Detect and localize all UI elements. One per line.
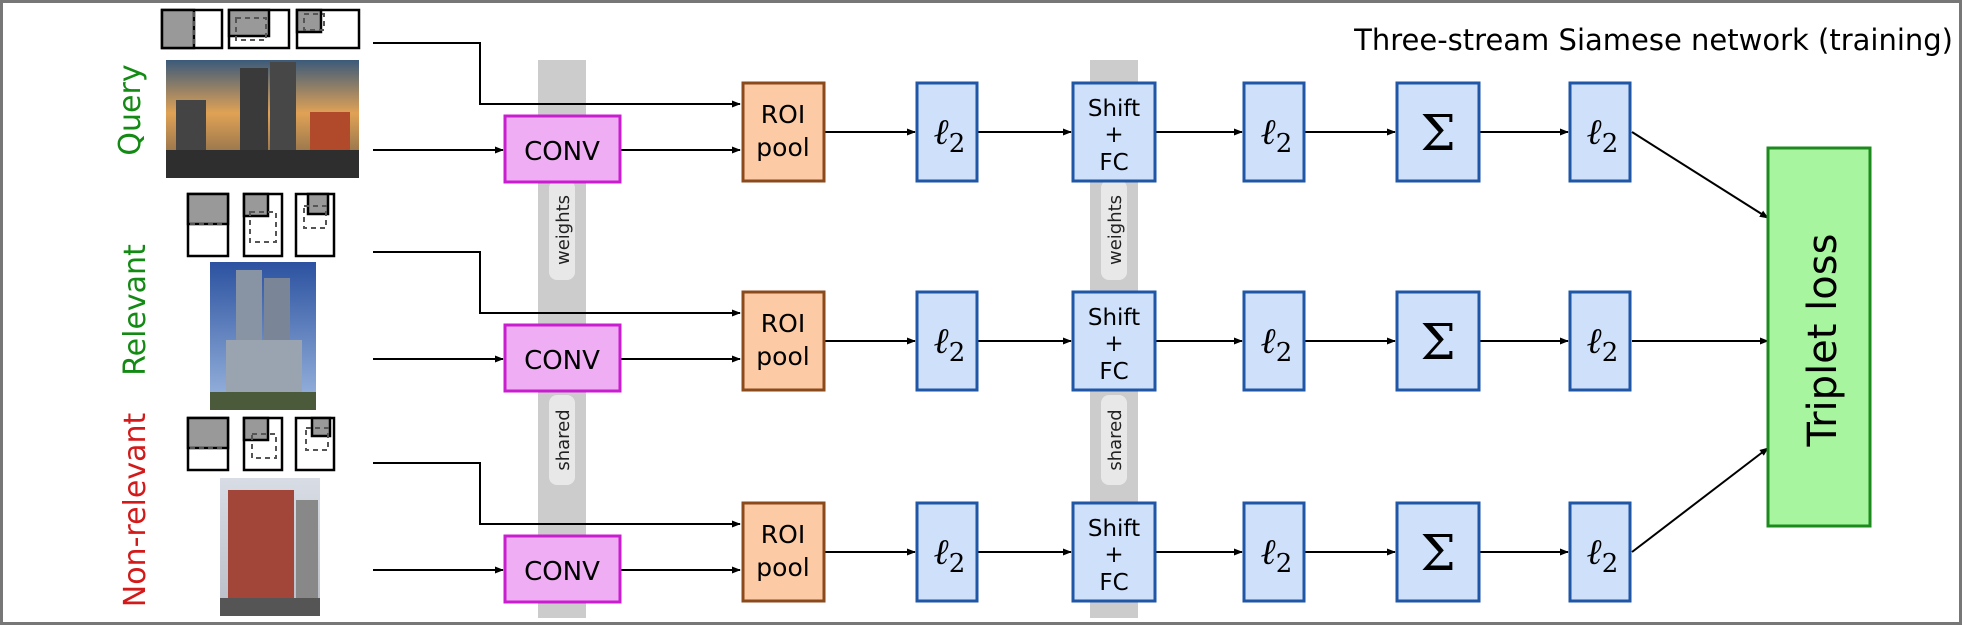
plus-label: + xyxy=(1104,331,1123,357)
l2-norm-label: ℓ xyxy=(1587,321,1602,362)
plus-label: + xyxy=(1104,542,1123,568)
roi-pool-box xyxy=(741,290,826,392)
roi-label: ROI xyxy=(761,100,805,129)
relevant-region-thumbnails xyxy=(186,192,336,258)
shift-label: Shift xyxy=(1088,516,1140,542)
l2-norm-label: ℓ xyxy=(1587,532,1602,573)
bar-label-shared-1: shared xyxy=(553,409,574,470)
l2-norm-box-3 xyxy=(1568,501,1632,603)
conv-box xyxy=(503,114,622,184)
connection-lines xyxy=(373,42,1769,574)
conv-label: CONV xyxy=(524,346,600,376)
l2-norm-box-3 xyxy=(1568,81,1632,183)
conv-label: CONV xyxy=(524,137,600,167)
l2-norm-box-3 xyxy=(1568,290,1632,392)
l2-norm-box-2 xyxy=(1242,290,1306,392)
sum-label: Σ xyxy=(1420,104,1455,162)
l2-norm-label: ℓ xyxy=(1261,321,1276,362)
diagram-title: Three-stream Siamese network (training) xyxy=(1353,23,1953,57)
l2-norm-label: ℓ xyxy=(934,112,949,153)
query-region-thumbnails xyxy=(160,8,361,50)
fc-label: FC xyxy=(1099,570,1128,596)
l2-norm-label: ℓ xyxy=(1261,112,1276,153)
l2-norm-subscript: 2 xyxy=(1602,338,1619,368)
bar-label-weights-2: weights xyxy=(1105,195,1126,265)
shift-fc-box xyxy=(1071,290,1157,392)
sum-box xyxy=(1395,501,1481,603)
fc-label: FC xyxy=(1099,359,1128,385)
non-relevant-image xyxy=(220,478,320,616)
bar-label-group: weights shared weights shared xyxy=(549,180,1127,485)
conv-label: CONV xyxy=(524,557,600,587)
to-loss-wire xyxy=(1631,447,1769,553)
l2-norm-box-2 xyxy=(1242,501,1306,603)
l2-norm-box-1 xyxy=(915,81,979,183)
l2-norm-subscript: 2 xyxy=(949,338,966,368)
fc-label: FC xyxy=(1099,150,1128,176)
roi-label: ROI xyxy=(761,309,805,338)
bar-label-weights-1: weights xyxy=(553,195,574,265)
l2-norm-subscript: 2 xyxy=(949,549,966,579)
non-relevant-region-thumbnails xyxy=(186,416,336,472)
l2-norm-label: ℓ xyxy=(1587,112,1602,153)
roi-input-wire xyxy=(373,251,741,317)
plus-label: + xyxy=(1104,122,1123,148)
sum-label: Σ xyxy=(1420,313,1455,371)
triplet-loss-box xyxy=(1766,146,1872,528)
l2-norm-box-1 xyxy=(915,501,979,603)
sum-box xyxy=(1395,81,1481,183)
l2-norm-label: ℓ xyxy=(1261,532,1276,573)
stream-label-non-relevant: Non-relevant xyxy=(118,413,153,608)
shift-fc-box xyxy=(1071,81,1157,183)
l2-norm-subscript: 2 xyxy=(949,129,966,159)
shift-label: Shift xyxy=(1088,305,1140,331)
roi-pool-box xyxy=(741,81,826,183)
relevant-image xyxy=(210,262,316,410)
l2-norm-subscript: 2 xyxy=(1602,129,1619,159)
triplet-loss-label: Triplet loss xyxy=(1800,234,1846,448)
l2-norm-box-1 xyxy=(915,290,979,392)
shift-label: Shift xyxy=(1088,96,1140,122)
sum-label: Σ xyxy=(1420,524,1455,582)
bar-label-shared-2: shared xyxy=(1105,409,1126,470)
roi-input-wire xyxy=(373,42,741,108)
shift-fc-box xyxy=(1071,501,1157,603)
roi-label: ROI xyxy=(761,520,805,549)
query-image xyxy=(166,60,359,178)
conv-box xyxy=(503,534,622,604)
sum-box xyxy=(1395,290,1481,392)
conv-box xyxy=(503,323,622,393)
pool-label: pool xyxy=(756,342,809,371)
roi-pool-box xyxy=(741,501,826,603)
stream-label-relevant: Relevant xyxy=(118,244,153,376)
roi-input-wire xyxy=(373,462,741,528)
to-loss-wire xyxy=(1631,131,1769,219)
l2-norm-label: ℓ xyxy=(934,321,949,362)
l2-norm-subscript: 2 xyxy=(1602,549,1619,579)
pool-label: pool xyxy=(756,133,809,162)
l2-norm-subscript: 2 xyxy=(1276,549,1293,579)
pool-label: pool xyxy=(756,553,809,582)
l2-norm-box-2 xyxy=(1242,81,1306,183)
stream-label-query: Query xyxy=(113,64,148,155)
l2-norm-label: ℓ xyxy=(934,532,949,573)
l2-norm-subscript: 2 xyxy=(1276,338,1293,368)
l2-norm-subscript: 2 xyxy=(1276,129,1293,159)
